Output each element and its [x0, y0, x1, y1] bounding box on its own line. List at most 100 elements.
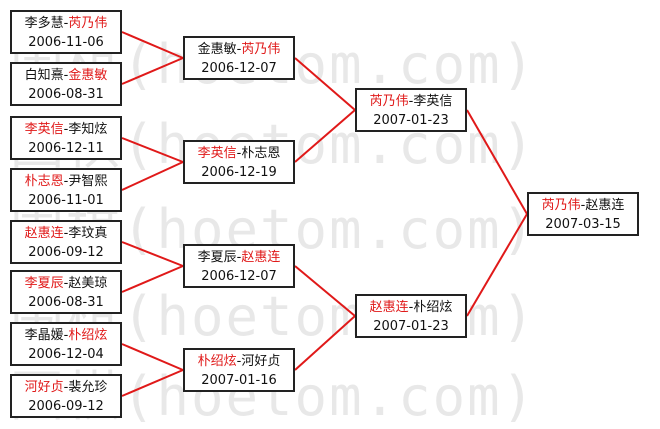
match-players: 河好贞-裴允珍 — [12, 378, 120, 397]
player-2-name: 李知炫 — [68, 122, 108, 137]
player-1-name: 李晶媛 — [24, 328, 64, 343]
player-1-name: 赵惠连 — [369, 300, 409, 315]
player-2-name: 赵惠连 — [585, 198, 625, 213]
match-box-r2m3: 李夏辰-赵惠连 2006-12-07 — [183, 244, 295, 288]
match-date: 2006-12-19 — [201, 165, 277, 180]
separator: - — [63, 122, 69, 137]
connector-line — [466, 213, 528, 317]
separator: - — [63, 226, 69, 241]
separator: - — [63, 174, 69, 189]
match-box-r1m5: 赵惠连-李玟真 2006-09-12 — [10, 220, 122, 264]
connector-line — [121, 343, 184, 371]
player-2-name: 芮乃伟 — [68, 16, 108, 31]
player-2-name: 裴允珍 — [68, 380, 108, 395]
player-2-name: 朴绍炫 — [68, 328, 108, 343]
separator: - — [63, 276, 69, 291]
separator: - — [63, 328, 69, 343]
separator: - — [236, 354, 242, 369]
match-players: 李英信-朴志恩 — [185, 144, 293, 163]
player-1-name: 河好贞 — [24, 380, 64, 395]
match-date: 2006-08-31 — [28, 295, 104, 310]
match-box-final: 芮乃伟-赵惠连 2007-03-15 — [527, 192, 639, 236]
match-date: 2006-11-01 — [28, 193, 104, 208]
separator: - — [63, 380, 69, 395]
player-1-name: 朴志恩 — [24, 174, 64, 189]
player-2-name: 赵惠连 — [241, 250, 281, 265]
match-players: 赵惠连-朴绍炫 — [357, 298, 465, 317]
player-2-name: 朴绍炫 — [413, 300, 453, 315]
player-1-name: 芮乃伟 — [369, 94, 409, 109]
match-players: 李英信-李知炫 — [12, 120, 120, 139]
player-1-name: 李夏辰 — [197, 250, 237, 265]
connector-line — [121, 137, 184, 163]
connector-line — [294, 109, 356, 163]
match-date: 2006-12-07 — [201, 269, 277, 284]
player-1-name: 李英信 — [197, 146, 237, 161]
match-box-r2m1: 金惠敏-芮乃伟 2006-12-07 — [183, 36, 295, 80]
match-players: 李夏辰-赵美琼 — [12, 274, 120, 293]
connector-line — [294, 57, 356, 111]
match-date: 2007-01-16 — [201, 373, 277, 388]
player-1-name: 芮乃伟 — [541, 198, 581, 213]
match-date: 2007-01-23 — [373, 319, 449, 334]
separator: - — [408, 300, 414, 315]
player-2-name: 芮乃伟 — [241, 42, 281, 57]
match-box-r3m2: 赵惠连-朴绍炫 2007-01-23 — [355, 294, 467, 338]
match-players: 李多慧-芮乃伟 — [12, 14, 120, 33]
match-box-r1m1: 李多慧-芮乃伟 2006-11-06 — [10, 10, 122, 54]
connector-line — [294, 315, 356, 371]
player-1-name: 李夏辰 — [24, 276, 64, 291]
player-1-name: 朴绍炫 — [197, 354, 237, 369]
match-box-r2m4: 朴绍炫-河好贞 2007-01-16 — [183, 348, 295, 392]
player-1-name: 李多慧 — [24, 16, 64, 31]
separator: - — [236, 146, 242, 161]
player-2-name: 李英信 — [413, 94, 453, 109]
match-players: 金惠敏-芮乃伟 — [185, 40, 293, 59]
separator: - — [63, 68, 69, 83]
separator: - — [236, 42, 242, 57]
player-2-name: 金惠敏 — [68, 68, 108, 83]
connector-line — [121, 369, 184, 397]
connector-line — [121, 161, 184, 191]
player-1-name: 金惠敏 — [197, 42, 237, 57]
match-date: 2007-03-15 — [545, 217, 621, 232]
player-1-name: 赵惠连 — [24, 226, 64, 241]
match-date: 2006-11-06 — [28, 35, 104, 50]
match-date: 2006-12-07 — [201, 61, 277, 76]
player-2-name: 河好贞 — [241, 354, 281, 369]
match-players: 李晶媛-朴绍炫 — [12, 326, 120, 345]
connector-line — [466, 109, 528, 215]
match-date: 2006-09-12 — [28, 245, 104, 260]
match-date: 2006-09-12 — [28, 399, 104, 414]
player-2-name: 尹智熙 — [68, 174, 108, 189]
match-box-r1m7: 李晶媛-朴绍炫 2006-12-04 — [10, 322, 122, 366]
connector-line — [294, 265, 356, 317]
match-box-r3m1: 芮乃伟-李英信 2007-01-23 — [355, 88, 467, 132]
connector-line — [121, 241, 184, 267]
separator: - — [63, 16, 69, 31]
player-2-name: 朴志恩 — [241, 146, 281, 161]
match-players: 芮乃伟-赵惠连 — [529, 196, 637, 215]
player-1-name: 李英信 — [24, 122, 64, 137]
player-2-name: 李玟真 — [68, 226, 108, 241]
match-box-r1m8: 河好贞-裴允珍 2006-09-12 — [10, 374, 122, 418]
connector-line — [121, 265, 184, 293]
match-box-r1m2: 白知熹-金惠敏 2006-08-31 — [10, 62, 122, 106]
player-1-name: 白知熹 — [24, 68, 64, 83]
match-date: 2006-12-04 — [28, 347, 104, 362]
player-2-name: 赵美琼 — [68, 276, 108, 291]
connector-line — [121, 31, 184, 59]
match-players: 朴绍炫-河好贞 — [185, 352, 293, 371]
connector-line — [121, 57, 184, 85]
separator: - — [408, 94, 414, 109]
match-date: 2006-08-31 — [28, 87, 104, 102]
match-players: 朴志恩-尹智熙 — [12, 172, 120, 191]
match-box-r1m4: 朴志恩-尹智熙 2006-11-01 — [10, 168, 122, 212]
match-date: 2007-01-23 — [373, 113, 449, 128]
match-date: 2006-12-11 — [28, 141, 104, 156]
separator: - — [236, 250, 242, 265]
separator: - — [580, 198, 586, 213]
match-box-r1m6: 李夏辰-赵美琼 2006-08-31 — [10, 270, 122, 314]
